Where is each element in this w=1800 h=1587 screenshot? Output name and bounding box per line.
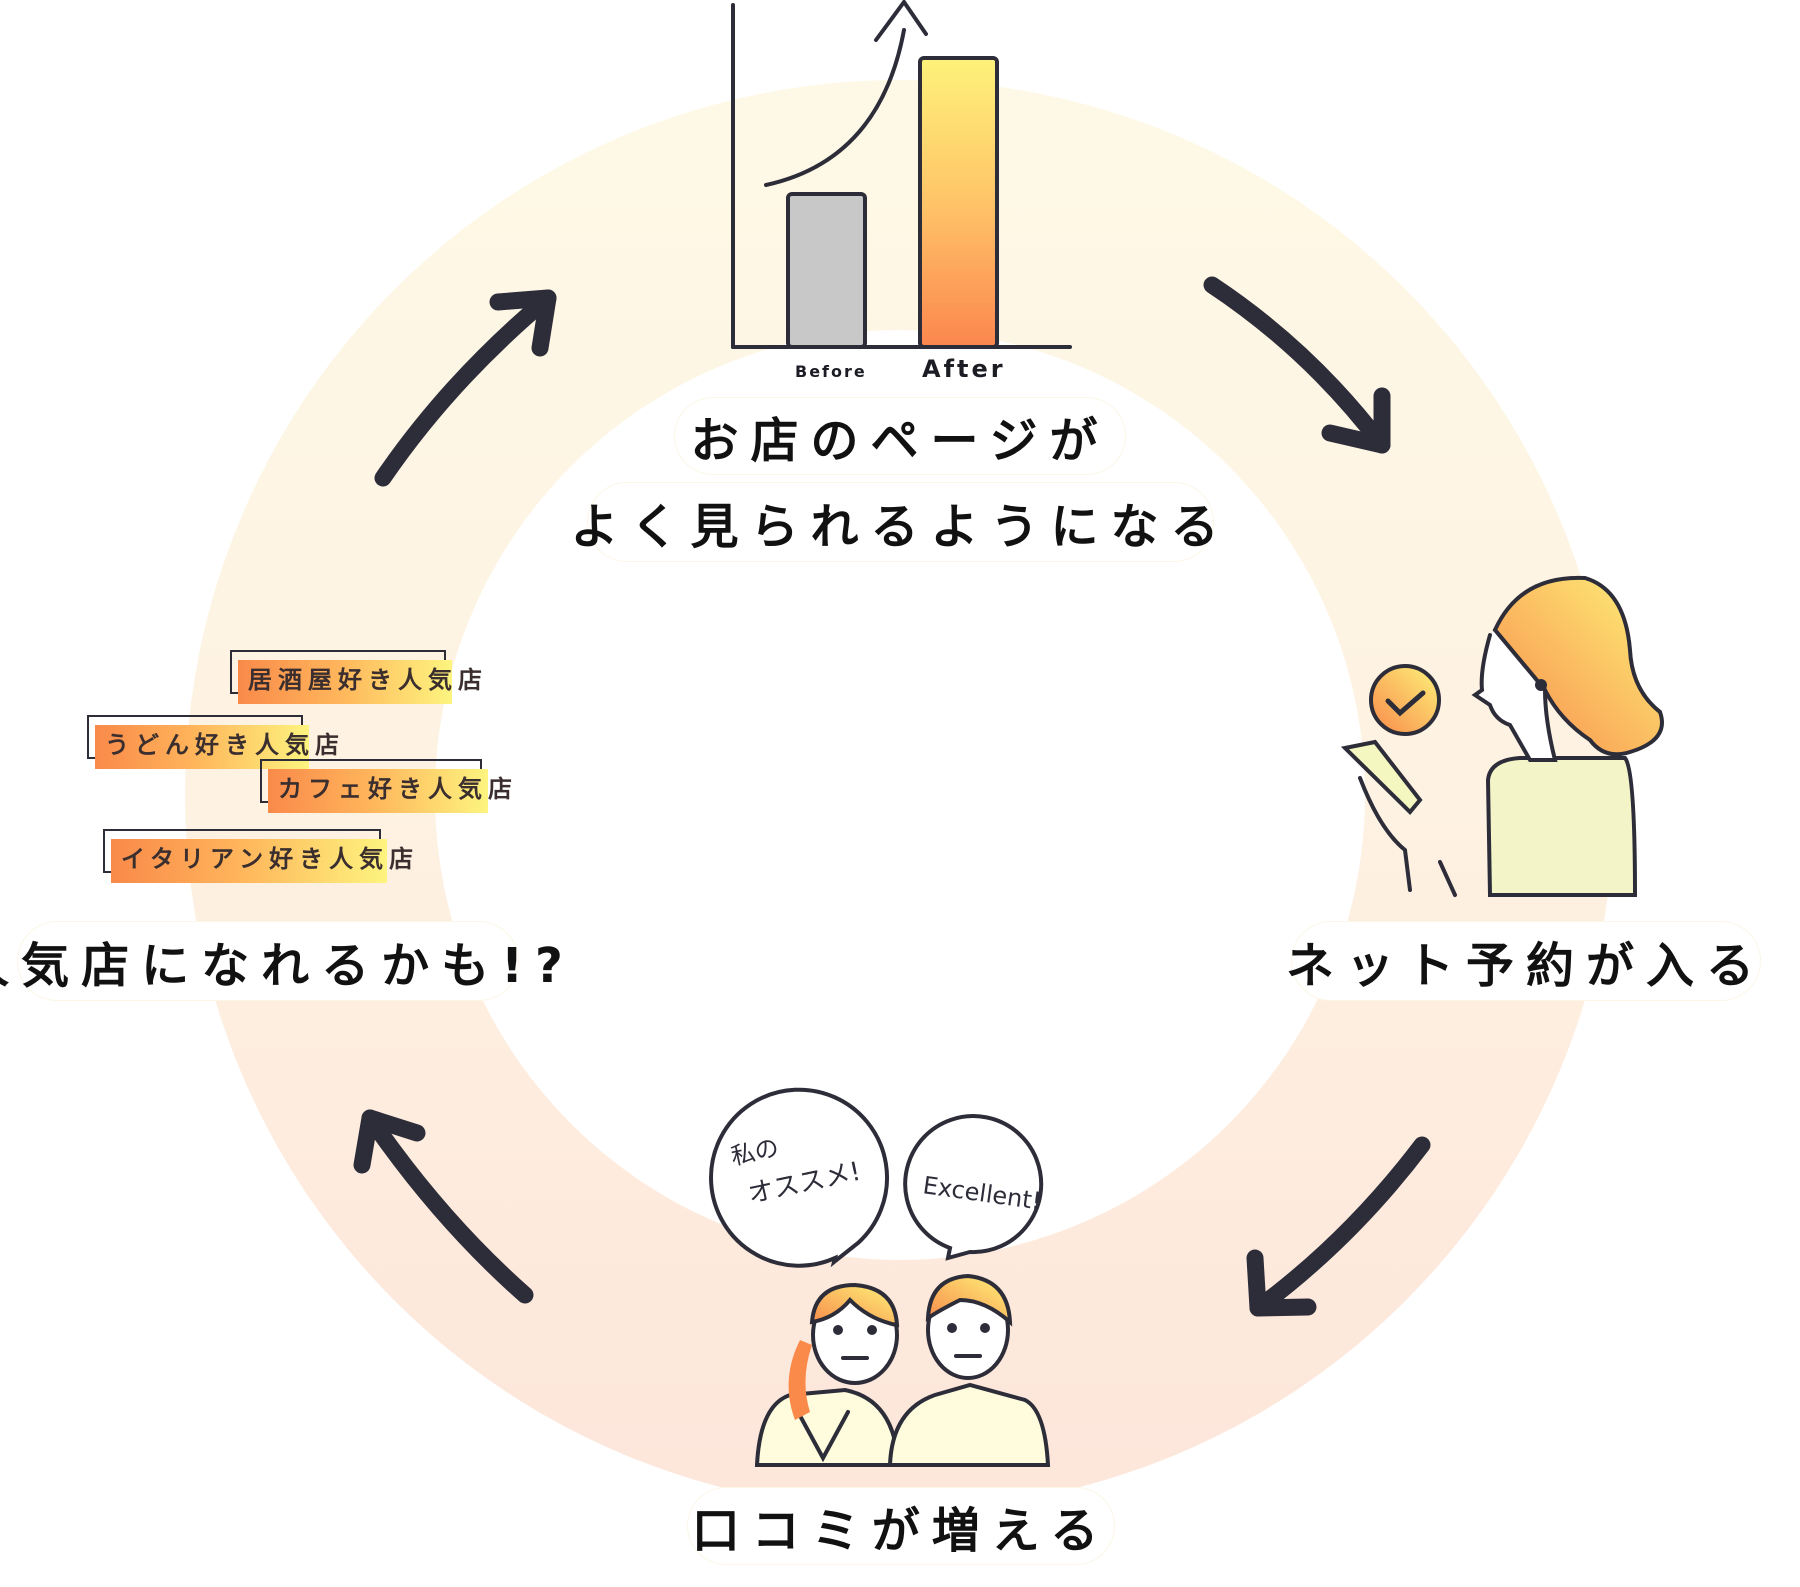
popular-tag-cafe: カフェ好き人気店 (260, 759, 512, 813)
speech-bubble-right (903, 1114, 1044, 1261)
growth-arrowhead-icon (874, 0, 928, 42)
growth-curve (764, 28, 906, 187)
arrow-bottom-right-icon (1246, 1136, 1431, 1317)
bar-before (786, 192, 867, 349)
cycle-ring (185, 80, 1616, 1511)
chart-label-before: Before (795, 362, 867, 381)
two-people-illustration (754, 1273, 1051, 1467)
step-label-page-views-line1: お店のページが (675, 398, 1125, 474)
popular-tag-italian: イタリアン好き人気店 (103, 829, 413, 883)
speech-bubble-left (709, 1087, 889, 1268)
speech-bubbles (709, 1087, 1044, 1268)
step-label-net-reservation: ネット予約が入る (1286, 922, 1760, 1000)
step-label-popular-shop: 人気店になれるかも!? (0, 922, 563, 1000)
arrow-bottom-left-icon (353, 1109, 534, 1304)
woman-with-phone-illustration (1340, 575, 1664, 897)
bar-after (918, 56, 999, 349)
popular-tag-udon: うどん好き人気店 (87, 715, 339, 769)
step-label-page-views-line2: よく見られるようになる (571, 483, 1219, 561)
step-label-reviews-increase: 口コミが増える (688, 1488, 1114, 1564)
arrow-top-right-icon (1203, 276, 1391, 454)
chart-label-after: After (922, 355, 1006, 383)
bar-chart-illustration (731, 0, 1072, 349)
arrow-top-left-icon (374, 289, 557, 487)
popular-tag-izakaya: 居酒屋好き人気店 (230, 650, 482, 704)
check-circle-icon (1369, 664, 1441, 736)
